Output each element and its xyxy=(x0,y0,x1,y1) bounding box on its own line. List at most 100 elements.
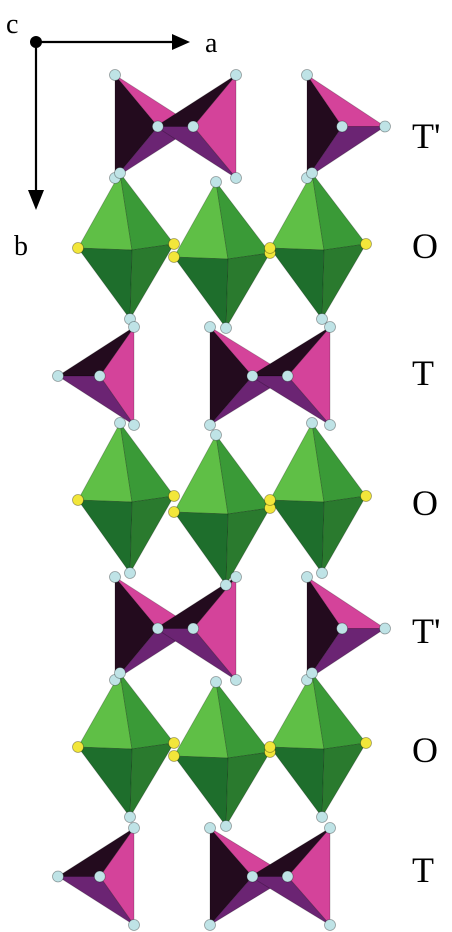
oxygen-node xyxy=(211,177,222,188)
metal-node xyxy=(73,495,84,506)
octahedron-face xyxy=(270,747,324,817)
layer-label: T' xyxy=(412,116,440,156)
b-arrowhead-icon xyxy=(28,190,44,210)
oxygen-node xyxy=(231,70,242,81)
metal-node xyxy=(265,742,276,753)
layer-label: T' xyxy=(412,611,440,651)
oxygen-node xyxy=(231,675,242,686)
octahedron-face xyxy=(226,253,270,328)
axis-label-b: b xyxy=(14,231,28,262)
oxygen-node xyxy=(307,418,318,429)
octahedron-face xyxy=(130,496,174,573)
oxygen-node xyxy=(129,920,140,931)
octahedron-face xyxy=(78,248,132,319)
oxygen-node xyxy=(380,623,391,634)
octahedron-face xyxy=(174,512,228,585)
octahedron-face xyxy=(78,747,132,817)
octahedron-face xyxy=(270,248,324,319)
oxygen-node xyxy=(115,668,126,679)
octahedron-face xyxy=(322,743,366,817)
oxygen-node xyxy=(380,121,391,132)
metal-node xyxy=(73,742,84,753)
metal-node xyxy=(265,243,276,254)
oxygen-node xyxy=(282,871,293,882)
oxygen-node xyxy=(302,572,313,583)
oxygen-node xyxy=(325,823,336,834)
oxygen-node xyxy=(205,322,216,333)
oxygen-node xyxy=(325,420,336,431)
octahedron-face xyxy=(174,257,228,328)
oxygen-node xyxy=(205,823,216,834)
oxygen-node xyxy=(221,821,232,832)
metal-node xyxy=(361,491,372,502)
oxygen-node xyxy=(231,173,242,184)
oxygen-node xyxy=(302,70,313,81)
octahedron-face xyxy=(174,756,228,826)
oxygen-node xyxy=(337,623,348,634)
oxygen-node xyxy=(94,371,105,382)
oxygen-node xyxy=(115,168,126,179)
layer-label: T xyxy=(412,850,434,890)
layer-label: O xyxy=(412,730,438,770)
oxygen-node xyxy=(231,572,242,583)
oxygen-node xyxy=(221,580,232,591)
axis-label-a: a xyxy=(205,28,218,59)
oxygen-node xyxy=(53,871,64,882)
oxygen-node xyxy=(307,168,318,179)
oxygen-node xyxy=(282,371,293,382)
oxygen-node xyxy=(211,677,222,688)
layer-label: O xyxy=(412,483,438,523)
oxygen-node xyxy=(337,121,348,132)
oxygen-node xyxy=(307,668,318,679)
octahedron-face xyxy=(226,752,270,826)
metal-node xyxy=(361,239,372,250)
oxygen-node xyxy=(129,322,140,333)
oxygen-node xyxy=(205,420,216,431)
octahedron-face xyxy=(322,244,366,319)
octahedron-face xyxy=(78,500,132,573)
oxygen-node xyxy=(317,812,328,823)
oxygen-node xyxy=(125,812,136,823)
oxygen-node xyxy=(188,121,199,132)
oxygen-node xyxy=(110,572,121,583)
metal-node xyxy=(361,738,372,749)
layer-labels: T' O T O T' O T xyxy=(412,116,440,890)
octahedron-face xyxy=(130,743,174,817)
oxygen-node xyxy=(188,623,199,634)
octahedron-face xyxy=(270,500,324,573)
oxygen-node xyxy=(94,871,105,882)
layer-label: O xyxy=(412,226,438,266)
oxygen-node xyxy=(152,623,163,634)
metal-node xyxy=(169,507,180,518)
oxygen-node xyxy=(129,823,140,834)
octahedral-layers xyxy=(78,173,366,826)
octahedron-face xyxy=(130,244,174,319)
metal-node xyxy=(169,491,180,502)
oxygen-node xyxy=(247,371,258,382)
oxygen-node xyxy=(125,568,136,579)
oxygen-node xyxy=(325,920,336,931)
c-axis-dot-icon xyxy=(30,36,42,48)
oxygen-node xyxy=(211,430,222,441)
oxygen-node xyxy=(53,371,64,382)
oxygen-node xyxy=(221,323,232,334)
axis-label-c: c xyxy=(6,9,18,40)
metal-node xyxy=(73,243,84,254)
metal-node xyxy=(169,738,180,749)
metal-node xyxy=(265,495,276,506)
a-arrowhead-icon xyxy=(172,34,190,50)
oxygen-node xyxy=(205,920,216,931)
oxygen-node xyxy=(129,420,140,431)
oxygen-node xyxy=(115,418,126,429)
layer-label: T xyxy=(412,353,434,393)
oxygen-node xyxy=(247,871,258,882)
oxygen-node xyxy=(317,568,328,579)
metal-node xyxy=(169,751,180,762)
metal-node xyxy=(169,239,180,250)
oxygen-node xyxy=(110,70,121,81)
oxygen-node xyxy=(152,121,163,132)
octahedron-face xyxy=(322,496,366,573)
metal-node xyxy=(169,252,180,263)
oxygen-node xyxy=(325,322,336,333)
